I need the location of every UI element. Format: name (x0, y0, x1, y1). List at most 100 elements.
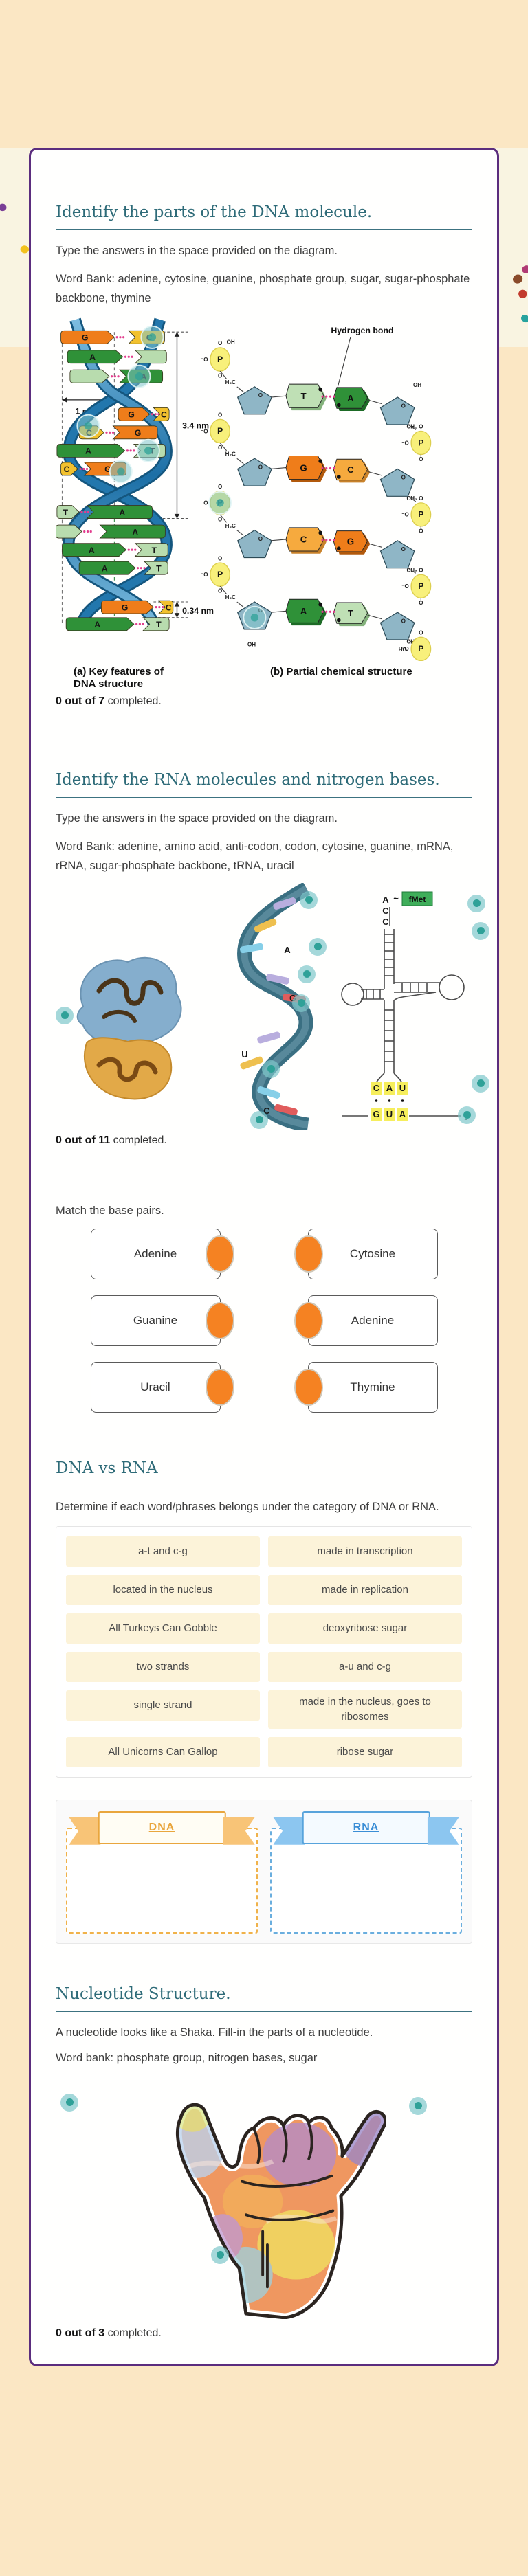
rna-drop-zone[interactable]: RNA (270, 1811, 462, 1934)
svg-text:⁻O: ⁻O (402, 583, 409, 590)
word-chip[interactable]: ribose sugar (268, 1736, 462, 1767)
svg-text:⁻O: ⁻O (402, 440, 409, 446)
answer-marker[interactable] (298, 965, 316, 983)
match-item-label: Guanine (133, 1313, 178, 1327)
match-item-right[interactable]: Thymine (294, 1361, 438, 1413)
svg-text:H₂C: H₂C (226, 594, 236, 601)
answer-marker[interactable] (60, 2093, 78, 2112)
svg-text:C: C (347, 464, 354, 475)
rna-category-label: RNA (302, 1811, 430, 1844)
svg-text:P: P (418, 438, 424, 447)
word-chip[interactable]: located in the nucleus (66, 1575, 260, 1606)
connector-dot[interactable] (205, 1235, 234, 1273)
svg-text:A: A (399, 1109, 406, 1119)
answer-marker[interactable] (211, 2245, 229, 2264)
word-chip[interactable]: All Turkeys Can Gobble (66, 1613, 260, 1644)
word-chip[interactable]: made in replication (268, 1575, 462, 1606)
match-item-left[interactable]: Uracil (90, 1361, 234, 1413)
answer-marker[interactable] (262, 1060, 280, 1078)
connector-dot[interactable] (294, 1235, 323, 1273)
svg-text:A: A (119, 507, 125, 517)
svg-text:O: O (218, 483, 222, 489)
svg-text:O: O (419, 629, 423, 636)
svg-text:A: A (89, 352, 96, 362)
worksheet-card: Identify the parts of the DNA molecule. … (29, 148, 499, 2366)
connector-dot[interactable] (205, 1368, 234, 1406)
svg-text:⁻O: ⁻O (201, 500, 208, 506)
section-identify-rna: Identify the RNA molecules and nitrogen … (56, 771, 490, 1147)
answer-marker[interactable] (208, 491, 232, 515)
svg-text:O: O (419, 528, 423, 534)
match-item-left[interactable]: Adenine (90, 1228, 234, 1279)
match-item-left[interactable]: Guanine (90, 1295, 234, 1346)
match-row: Adenine Cytosine (90, 1228, 438, 1279)
connector-dot[interactable] (294, 1301, 323, 1339)
oh-label-top: OH (227, 339, 235, 345)
oh-label-bottom: OH (248, 641, 256, 647)
section-instruction: A nucleotide looks like a Shaka. Fill-in… (56, 2026, 373, 2039)
answer-marker[interactable] (56, 1006, 74, 1024)
match-row: Guanine Adenine (90, 1295, 438, 1346)
progress-status: 0 out of 3 completed. (56, 2327, 162, 2339)
answer-marker[interactable] (458, 1106, 476, 1124)
section-dna-vs-rna: DNA vs RNA Determine if each word/phrase… (56, 1459, 472, 1944)
progress-status: 0 out of 11 completed. (56, 1134, 167, 1146)
svg-text:P: P (217, 354, 223, 363)
word-bank: Word Bank: adenine, amino acid, anti-cod… (56, 840, 454, 873)
match-prompt: Match the base pairs. (56, 1204, 164, 1217)
answer-marker[interactable] (409, 2096, 427, 2115)
word-chip[interactable]: a-u and c-g (268, 1652, 462, 1683)
answer-marker[interactable] (250, 1110, 268, 1129)
svg-text:A: A (102, 563, 108, 573)
answer-marker[interactable] (127, 364, 151, 388)
word-chip[interactable]: two strands (66, 1652, 260, 1683)
section-nucleotide: Nucleotide Structure. A nucleotide looks… (56, 1985, 472, 2340)
match-item-right[interactable]: Cytosine (294, 1228, 438, 1279)
rna-ribbon: RNA (292, 1811, 440, 1844)
svg-text:O: O (419, 423, 423, 429)
svg-text:O: O (419, 495, 423, 502)
svg-text:G: G (104, 464, 111, 474)
word-chip[interactable]: single strand (66, 1690, 260, 1721)
word-chip[interactable]: All Unicorns Can Gallop (66, 1736, 260, 1767)
answer-marker[interactable] (309, 937, 327, 956)
svg-text:A: A (300, 606, 307, 616)
answer-marker[interactable] (243, 605, 267, 629)
svg-text:A: A (386, 1083, 393, 1093)
answer-marker[interactable] (109, 459, 133, 483)
svg-text:⁻O: ⁻O (201, 428, 208, 434)
match-item-right[interactable]: Adenine (294, 1295, 438, 1346)
answer-marker[interactable] (468, 894, 485, 912)
answer-marker[interactable] (472, 921, 490, 940)
answer-marker[interactable] (140, 325, 164, 349)
svg-text:T: T (348, 607, 353, 618)
hydrogen-bond-label: Hydrogen bond (331, 326, 393, 335)
answer-marker[interactable] (292, 994, 310, 1012)
answer-marker[interactable] (472, 1074, 490, 1093)
svg-text:O: O (402, 474, 406, 480)
svg-text:C: C (161, 410, 167, 419)
dna-drop-zone[interactable]: DNA (66, 1811, 258, 1934)
answer-marker[interactable] (136, 438, 160, 462)
answer-marker[interactable] (76, 414, 100, 438)
nucleotide-chain: POO⁻OH₂COTAOCH₂POO⁻OPOO⁻OH₂COGCOCH₂POO⁻O… (201, 340, 432, 668)
caption-a: (a) Key features of DNA structure (74, 665, 164, 691)
connector-dot[interactable] (294, 1368, 323, 1406)
svg-text:A: A (89, 545, 95, 555)
section-instruction: Determine if each word/phrases belongs u… (56, 1500, 439, 1513)
answer-marker[interactable] (300, 891, 318, 909)
word-chip[interactable]: made in the nucleus, goes to ribosomes (268, 1690, 462, 1729)
svg-text:C: C (382, 917, 389, 927)
word-chip[interactable]: made in transcription (268, 1536, 462, 1567)
connector-dot[interactable] (205, 1301, 234, 1339)
svg-text:⁻O: ⁻O (402, 511, 409, 517)
match-item-label: Thymine (350, 1380, 395, 1393)
svg-text:G: G (347, 536, 354, 546)
word-chip[interactable]: a-t and c-g (66, 1536, 260, 1567)
svg-text:HO: HO (399, 647, 407, 653)
word-chip[interactable]: deoxyribose sugar (268, 1613, 462, 1644)
helix-pitch-label: 3.4 nm (182, 421, 209, 430)
svg-text:G: G (373, 1109, 380, 1119)
